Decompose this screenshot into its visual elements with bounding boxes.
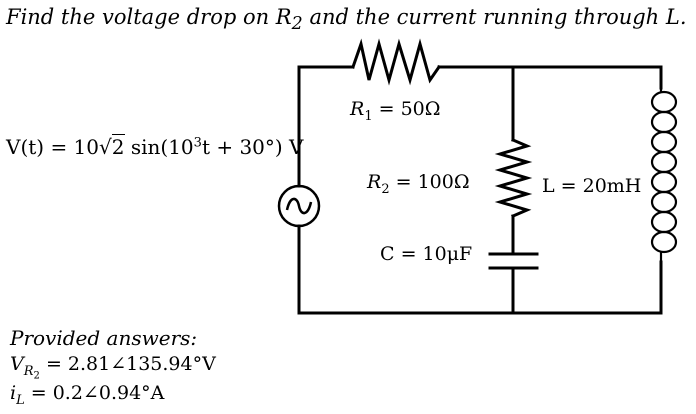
vr2-sub-2: 2 (33, 370, 40, 382)
problem-statement: Find the voltage drop on R2 and the curr… (6, 5, 687, 33)
problem-r2-subscript: 2 (291, 14, 303, 35)
source-suffix: t + 30°) V (201, 135, 304, 159)
inductor-l-coil (650, 90, 678, 254)
problem-text-part2: and the current running through L. (302, 5, 687, 29)
vr2-symbol: V (10, 353, 24, 375)
resistor-r2-zigzag (494, 138, 533, 218)
vr2-value: = 2.81∠135.94°V (39, 353, 216, 375)
ac-source-icon (277, 184, 321, 228)
il-value: = 0.2∠0.94°A (24, 382, 165, 404)
r2-label: R2 = 100Ω (367, 171, 470, 196)
vr2-subscript: R2 (23, 363, 40, 382)
answer-vr2: VR2 = 2.81∠135.94°V (10, 353, 216, 382)
resistor-r1-zigzag (351, 38, 442, 86)
sqrt-sign-icon: √ (99, 135, 112, 159)
r1-symbol: R (350, 98, 365, 120)
r1-label: R1 = 50Ω (350, 98, 441, 123)
source-mid: sin(10 (124, 135, 194, 159)
l-label: L = 20mH (542, 175, 642, 197)
source-prefix: V(t) = 10 (6, 135, 100, 159)
answers-heading: Provided answers: (10, 326, 198, 350)
r1-subscript: 1 (364, 108, 373, 124)
source-label: V(t) = 10√2 sin(103t + 30°) V (6, 134, 304, 159)
answer-il: iL = 0.2∠0.94°A (10, 382, 165, 407)
il-subscript: L (16, 392, 25, 408)
c-label: C = 10μF (380, 243, 473, 265)
r2-subscript: 2 (381, 181, 390, 197)
source-exponent: 3 (193, 135, 202, 151)
r2-symbol: R (367, 171, 382, 193)
vr2-sub-r: R (23, 363, 34, 379)
r2-value: = 100Ω (389, 171, 470, 193)
sqrt-argument: 2 (111, 134, 125, 159)
r1-value: = 50Ω (372, 98, 441, 120)
problem-text-part1: Find the voltage drop on R (6, 5, 292, 29)
il-symbol: i (10, 382, 17, 404)
